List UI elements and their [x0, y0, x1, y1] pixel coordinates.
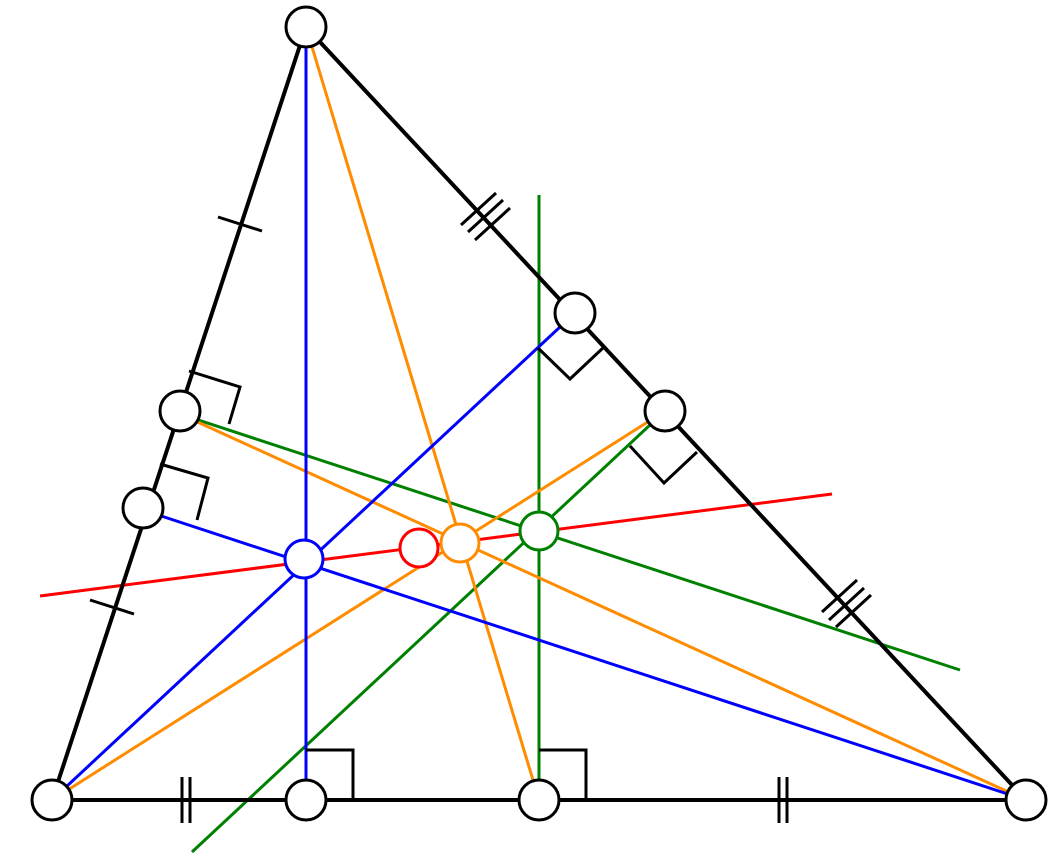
vertex-b: [30, 778, 74, 822]
right-angle-bisector-ab: [188, 369, 242, 425]
right-angle-bisector-ac: [628, 444, 699, 486]
right-angle-altitude-b-foot: [536, 345, 606, 382]
centroid: [439, 522, 481, 564]
perpendicular-bisectors: [179, 195, 961, 854]
tick-ac-upper-2: [466, 198, 505, 234]
medians: [51, 26, 1027, 802]
right-angle-bisector-bc: [539, 748, 588, 800]
tick-ac-upper-3: [473, 206, 512, 242]
midpoint-ab: [158, 389, 202, 433]
tick-ac-upper-1: [459, 191, 498, 227]
right-angle-altitude-a-foot: [306, 748, 355, 800]
tick-ac-lower-1: [820, 578, 859, 614]
tick-marks: [89, 191, 873, 823]
tick-ac-lower-2: [827, 586, 866, 622]
right-angle-marks: [159, 345, 699, 800]
orthocenter: [283, 538, 325, 580]
circumcenter: [518, 510, 560, 552]
vertex-a: [284, 5, 328, 49]
altitude-foot-ac: [553, 291, 597, 335]
vertex-c: [1004, 778, 1048, 822]
perp-bisector-ab: [179, 412, 961, 672]
median-from-c: [179, 412, 1027, 802]
tick-ac-lower-3: [834, 593, 873, 629]
median-from-a: [304, 26, 541, 801]
nine-point-center: [398, 527, 440, 569]
midpoint-bc: [517, 778, 561, 822]
altitude-foot-ab: [121, 486, 165, 530]
tick-ab-upper: [217, 215, 263, 233]
median-from-b: [51, 409, 666, 802]
perp-bisector-ac: [190, 409, 667, 854]
points: [30, 5, 1048, 822]
tick-ab-lower: [89, 598, 135, 616]
midpoint-ac: [643, 389, 687, 433]
altitude-foot-bc: [284, 778, 328, 822]
right-angle-altitude-c-foot: [159, 462, 210, 521]
